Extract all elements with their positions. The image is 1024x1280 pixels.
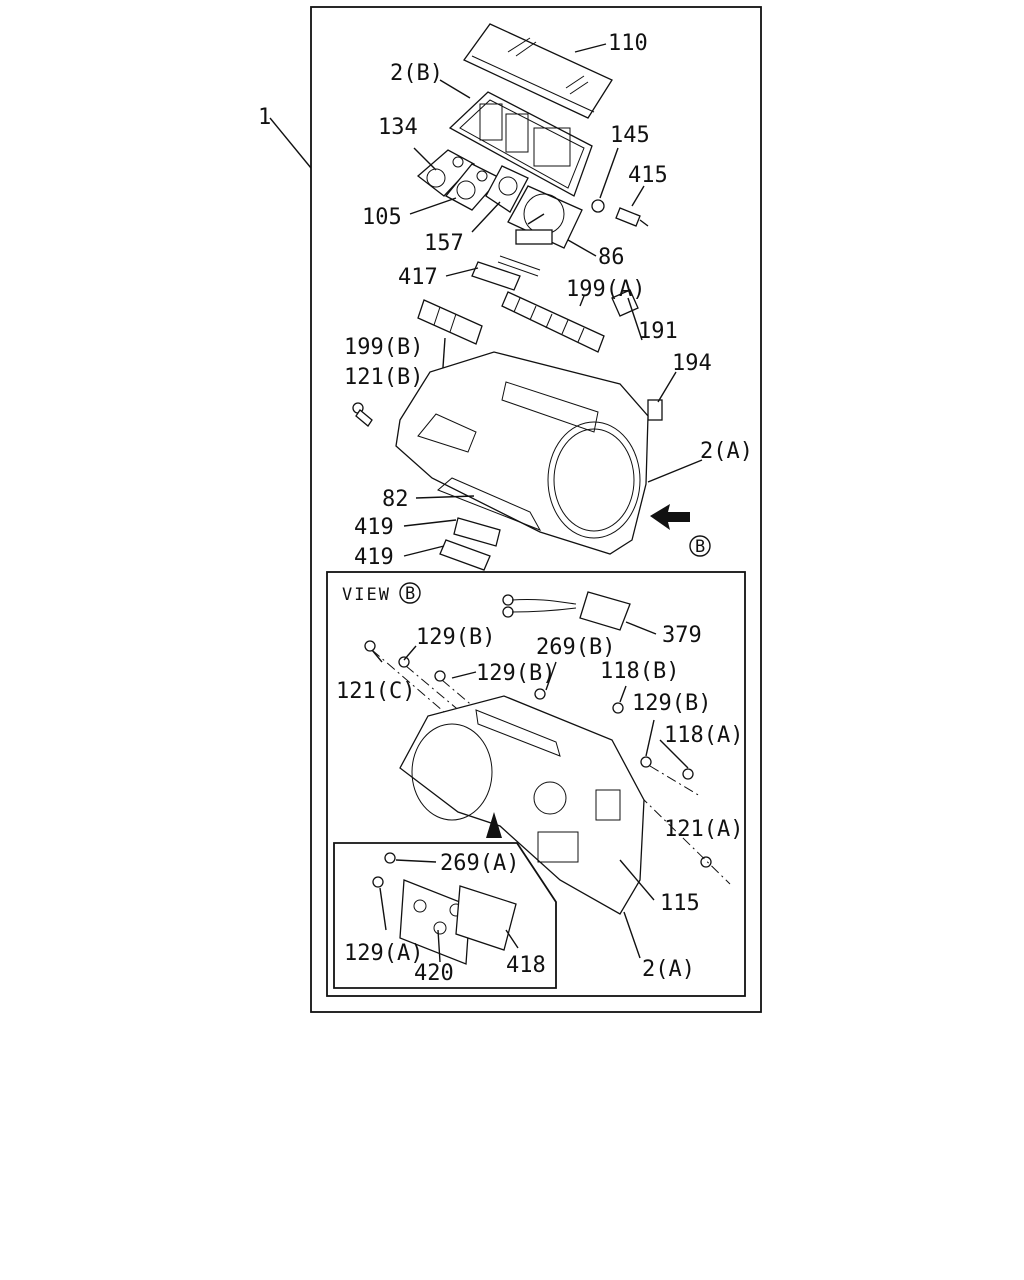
label-379: 379 [662,623,702,648]
screw-121b [352,402,373,427]
label-2a-bottom: 2(A) [642,957,695,982]
label-420: 420 [414,961,454,986]
view-title-mark-circle [399,582,421,604]
view-b-arrow [650,504,690,530]
speedometer-86 [507,185,597,257]
label-121b: 121(B) [344,365,423,390]
label-110: 110 [608,31,648,56]
label-118b: 118(B) [600,659,679,684]
label-418: 418 [506,953,546,978]
glass-cover-110 [463,23,613,119]
label-417: 417 [398,265,438,290]
view-b-title-mark: B [405,584,417,604]
label-82: 82 [382,487,409,512]
bezel-2b [439,79,593,197]
label-2a-top: 2(A) [700,439,753,464]
bulb-191-194 [611,289,677,421]
label-415: 415 [628,163,668,188]
label-129b-1: 129(B) [416,625,495,650]
label-269a: 269(A) [440,851,519,876]
label-191: 191 [638,319,678,344]
label-419a: 419 [354,515,394,540]
harness-379 [502,591,657,635]
view-b-mark-main: B [695,537,707,557]
label-157: 157 [424,231,464,256]
gauge-panels [409,147,529,233]
case-2a-rear [399,695,655,959]
label-129b-3: 129(B) [632,691,711,716]
detail-bracket-parts [372,852,519,965]
label-121a: 121(A) [664,817,743,842]
label-118a: 118(A) [664,723,743,748]
detail-pointer-arrow [486,812,502,838]
label-194: 194 [672,351,712,376]
label-121c: 121(C) [336,679,415,704]
connector-417 [445,255,541,291]
detail-inset-frame [333,842,557,989]
label-199a: 199(A) [566,277,645,302]
label-129b-2: 129(B) [476,661,555,686]
label-129a: 129(A) [344,941,423,966]
view-b-frame [326,571,746,997]
assy-leader [269,117,312,169]
label-419b: 419 [354,545,394,570]
label-199b: 199(B) [344,335,423,360]
view-b-mark-circle [689,535,711,557]
view-b-title: VIEW [342,585,391,605]
case-2a-top [395,351,703,555]
outer-frame [310,6,762,1013]
label-145: 145 [610,123,650,148]
label-2b: 2(B) [390,61,443,86]
label-269b: 269(B) [536,635,615,660]
brackets-82-419 [403,495,501,571]
label-115: 115 [660,891,700,916]
small-parts-145-415 [591,147,649,227]
label-134: 134 [378,115,418,140]
label-86: 86 [598,245,625,270]
label-105: 105 [362,205,402,230]
label-assy: 1 [258,105,271,130]
